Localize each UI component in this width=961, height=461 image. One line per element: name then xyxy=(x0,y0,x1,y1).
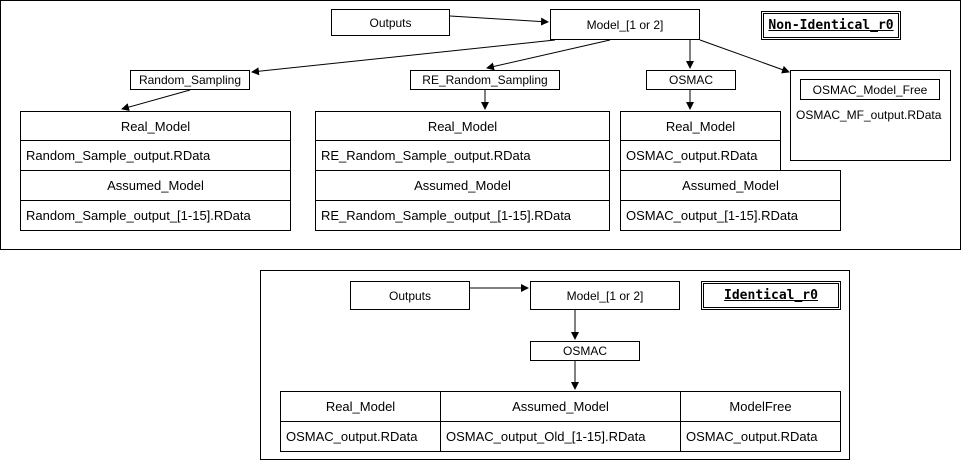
identical-frame xyxy=(260,270,850,460)
osmac-assumed-output-cell: OSMAC_output_[1-15].RData xyxy=(620,200,841,231)
re-random-assumed-output-cell: RE_Random_Sample_output_[1-15].RData xyxy=(315,200,610,231)
osmac-label: OSMAC xyxy=(668,73,713,87)
random-real-output-cell: Random_Sample_output.RData xyxy=(20,140,291,171)
identical-modelfree-header: ModelFree xyxy=(680,391,841,422)
re-random-real-model-header: Real_Model xyxy=(315,111,610,141)
osmac-model-free-container xyxy=(790,70,951,161)
outputs-label: Outputs xyxy=(369,15,412,30)
osmac-node: OSMAC xyxy=(646,70,736,90)
osmac-model-free-label: OSMAC_Model_Free xyxy=(812,82,928,97)
identical-outputs-node: Outputs xyxy=(350,281,470,310)
re-random-real-output-cell: RE_Random_Sample_output.RData xyxy=(315,140,610,171)
model-node: Model_[1 or 2] xyxy=(550,9,700,40)
osmac-mf-output-text: OSMAC_MF_output.RData xyxy=(796,108,942,122)
random-assumed-output-cell: Random_Sample_output_[1-15].RData xyxy=(20,200,291,231)
random-real-model-header: Real_Model xyxy=(20,111,291,141)
osmac-real-model-header: Real_Model xyxy=(620,111,781,141)
identical-assumed-output-cell: OSMAC_output_Old_[1-15].RData xyxy=(440,421,681,452)
section-title-identical: Identical_r0 xyxy=(701,281,841,310)
identical-real-model-header: Real_Model xyxy=(280,391,441,422)
random-assumed-model-header: Assumed_Model xyxy=(20,170,291,201)
outputs-node: Outputs xyxy=(331,9,450,36)
osmac-model-free-node: OSMAC_Model_Free xyxy=(800,79,940,100)
osmac-real-output-cell: OSMAC_output.RData xyxy=(620,140,781,171)
osmac-assumed-model-header: Assumed_Model xyxy=(620,170,841,201)
section-title-non-identical: Non-Identical_r0 xyxy=(761,11,901,40)
random-sampling-label: Random_Sampling xyxy=(138,73,242,87)
model-label: Model_[1 or 2] xyxy=(586,17,664,32)
identical-model-node: Model_[1 or 2] xyxy=(530,281,680,310)
identical-assumed-model-header: Assumed_Model xyxy=(440,391,681,422)
identical-modelfree-output-cell: OSMAC_output.RData xyxy=(680,421,841,452)
identical-real-output-cell: OSMAC_output.RData xyxy=(280,421,441,452)
random-sampling-node: Random_Sampling xyxy=(130,70,250,90)
identical-osmac-node: OSMAC xyxy=(530,341,640,361)
identical-model-label: Model_[1 or 2] xyxy=(566,288,644,303)
re-random-sampling-node: RE_Random_Sampling xyxy=(410,70,560,90)
re-random-assumed-model-header: Assumed_Model xyxy=(315,170,610,201)
section-title-non-identical-text: Non-Identical_r0 xyxy=(768,18,894,33)
identical-osmac-label: OSMAC xyxy=(562,344,607,358)
section-title-identical-text: Identical_r0 xyxy=(724,288,818,303)
re-random-sampling-label: RE_Random_Sampling xyxy=(422,73,548,87)
identical-outputs-label: Outputs xyxy=(388,288,432,303)
